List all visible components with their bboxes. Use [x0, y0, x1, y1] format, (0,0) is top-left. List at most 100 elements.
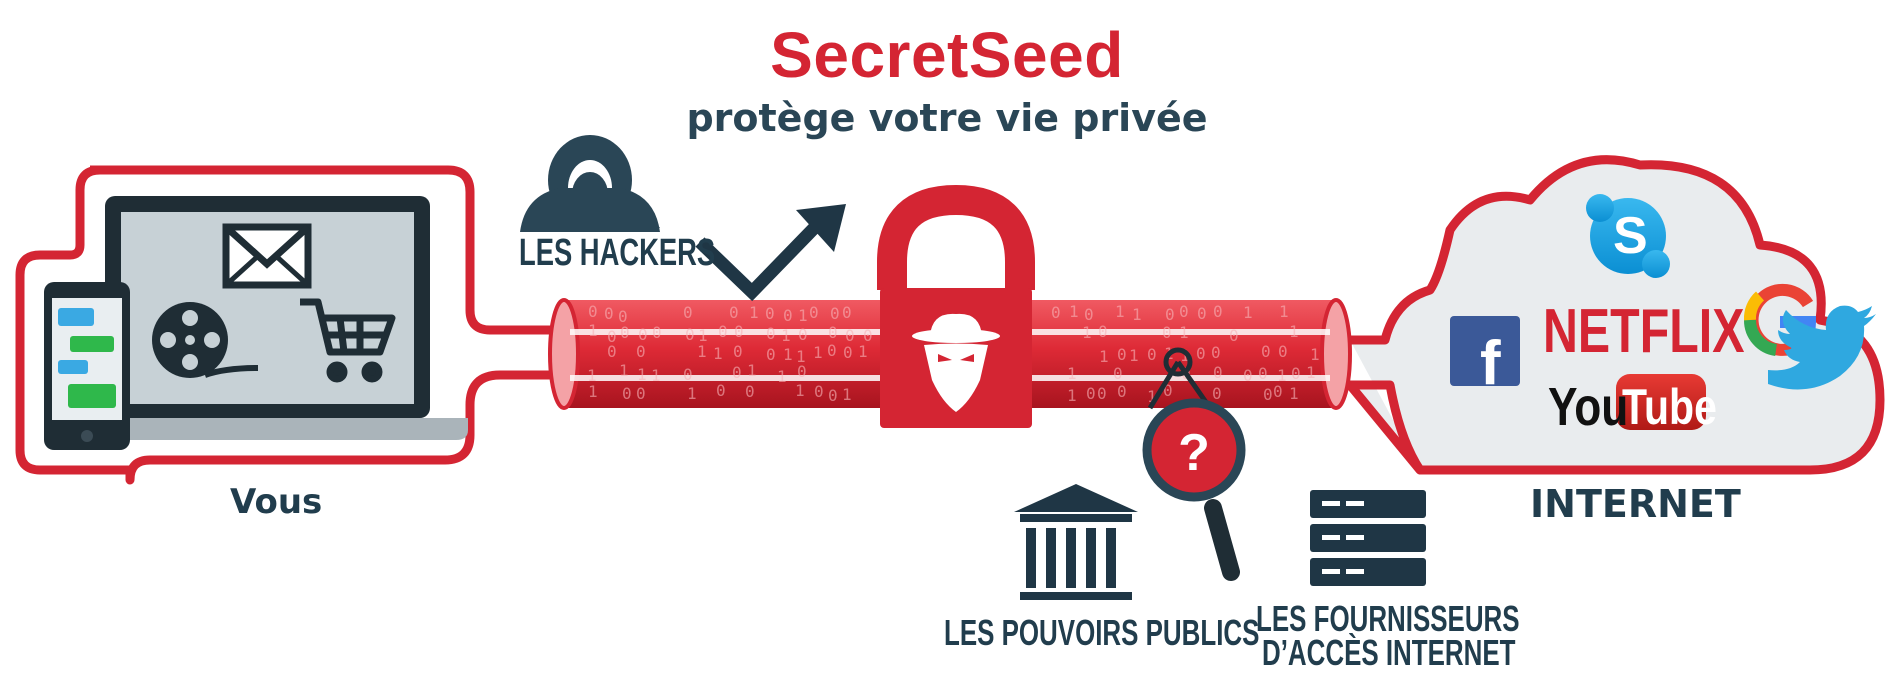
binary-digit: 0 [716, 381, 726, 400]
binary-digit: 0 [1117, 382, 1127, 401]
twitter-icon [1768, 305, 1876, 390]
device-outline [15, 165, 570, 485]
binary-digit: 0 [1179, 302, 1189, 321]
binary-digit: 1 [687, 384, 697, 403]
binary-digit: 0 [828, 386, 838, 405]
binary-digit: 0 [607, 342, 617, 361]
binary-digit: 0 [733, 342, 743, 361]
binary-digit: 0 [729, 303, 739, 322]
binary-digit: 0 [798, 325, 808, 344]
binary-digit: 1 [1082, 323, 1092, 342]
binary-digit: 1 [795, 381, 805, 400]
binary-digit: 1 [798, 306, 808, 325]
binary-digit: 1 [1306, 363, 1316, 382]
binary-digit: 0 [683, 303, 693, 322]
binary-digit: 1 [637, 365, 647, 384]
shopping-cart-icon [300, 298, 396, 383]
hacker-icon [520, 135, 660, 232]
binary-digit: 1 [713, 344, 723, 363]
binary-digit: 0 [1211, 343, 1221, 362]
binary-digit: 1 [1180, 346, 1190, 365]
binary-digit: 0 [765, 304, 775, 323]
label-government: LES POUVOIRS PUBLICS [944, 612, 1260, 653]
binary-digit: 1 [1129, 346, 1139, 365]
binary-digit: 0 [1291, 364, 1301, 383]
youtube-logo-tube: Tube [1622, 379, 1717, 435]
binary-digit: 0 [1197, 304, 1207, 323]
binary-digit: 0 [1213, 302, 1223, 321]
binary-digit: 1 [1067, 364, 1077, 383]
binary-digit: 1 [858, 342, 868, 361]
binary-digit: 1 [842, 385, 852, 404]
binary-digit: 0 [685, 325, 695, 344]
binary-digit: 0 [1117, 345, 1127, 364]
binary-digit: 1 [587, 366, 597, 385]
binary-digit: 0 [766, 324, 776, 343]
government-building-icon [1014, 484, 1138, 600]
binary-digit: 0 [652, 323, 662, 342]
binary-digit: 0 [622, 384, 632, 403]
magnifier-icon: ? [1142, 347, 1246, 581]
binary-digit: 1 [588, 321, 598, 340]
binary-digit: 1 [588, 382, 598, 401]
smartphone-icon [44, 282, 130, 450]
binary-digit: 0 [1084, 305, 1094, 324]
film-reel-icon [152, 302, 259, 378]
binary-digit: 0 [1229, 326, 1239, 345]
netflix-logo: NETFLIX [1543, 297, 1745, 366]
binary-digit: 0 [1258, 364, 1268, 383]
binary-digit: 1 [1289, 384, 1299, 403]
binary-digit: 0 [718, 322, 728, 341]
binary-digit: 0 [604, 304, 614, 323]
binary-digit: 0 [618, 307, 628, 326]
binary-digit: 1 [783, 345, 793, 364]
binary-digit: 1 [777, 367, 787, 386]
binary-digit: 0 [1147, 345, 1157, 364]
binary-digit: 0 [588, 302, 598, 321]
binary-digit: 0 [1086, 384, 1096, 403]
youtube-logo [1616, 374, 1706, 430]
binary-digit: 0 [845, 326, 855, 345]
binary-digit: 0 [1261, 342, 1271, 361]
binary-digit: 0 [683, 365, 693, 384]
binary-digit: 0 [1212, 384, 1222, 403]
skype-logo-letter: S [1613, 207, 1648, 265]
envelope-icon [222, 223, 312, 289]
binary-digit: 0 [1165, 305, 1175, 324]
binary-digit: 0 [843, 343, 853, 362]
binary-digit: 1 [619, 361, 629, 380]
binary-digit: 0 [766, 345, 776, 364]
binary-digit: 0 [1051, 303, 1061, 322]
binary-digit: 0 [809, 303, 819, 322]
binary-digit: 1 [1179, 323, 1189, 342]
facebook-icon [1450, 316, 1520, 386]
binary-digit: 1 [1132, 305, 1142, 324]
binary-digit: 1 [1069, 302, 1079, 321]
label-isp-line1: LES FOURNISSEURS [1256, 598, 1520, 639]
binary-digit: 0 [783, 306, 793, 325]
binary-digit: 0 [1196, 344, 1206, 363]
facebook-logo-letter: f [1480, 329, 1501, 398]
binary-digit: 0 [1213, 363, 1223, 382]
binary-digit: 0 [607, 327, 617, 346]
binary-digit: 1 [1277, 366, 1287, 385]
binary-digit: 1 [796, 347, 806, 366]
binary-digit: 0 [620, 323, 630, 342]
binary-digit: 1 [1243, 303, 1253, 322]
binary-digit: 0 [1097, 384, 1107, 403]
binary-digit: 1 [651, 366, 661, 385]
label-isp-line2: D’ACCÈS INTERNET [1262, 632, 1516, 673]
binary-digit: 0 [1263, 385, 1273, 404]
binary-digit: 0 [1163, 381, 1173, 400]
binary-digit: 1 [1310, 345, 1320, 364]
binary-digit: 0 [745, 382, 755, 401]
spy-icon [912, 313, 1000, 412]
binary-digit: 0 [638, 325, 648, 344]
binary-digit: 0 [1098, 322, 1108, 341]
page-subtitle: protège votre vie privée [686, 96, 1208, 140]
binary-digit: 0 [827, 341, 837, 360]
binary-digit: 1 [1279, 302, 1289, 321]
arrow-icon [695, 204, 846, 302]
label-internet: INTERNET [1530, 482, 1741, 526]
